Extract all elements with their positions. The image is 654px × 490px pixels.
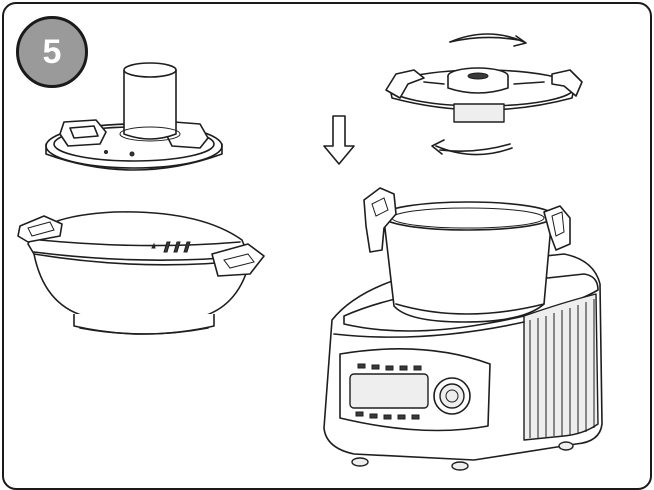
down-arrow-icon: [323, 115, 355, 165]
step-number: 5: [42, 32, 62, 71]
step-number-badge: 5: [16, 16, 88, 88]
display-screen: [349, 373, 429, 409]
control-knob: [433, 377, 471, 415]
food-processor-base: [323, 187, 603, 471]
rotation-arrows: [431, 33, 527, 156]
steamer-tray-lid: [45, 62, 223, 171]
assembly-illustration: [17, 33, 603, 471]
control-buttons: [355, 363, 422, 420]
cutting-blade-assembly: [385, 67, 583, 123]
steamer-bowl: [17, 211, 265, 335]
